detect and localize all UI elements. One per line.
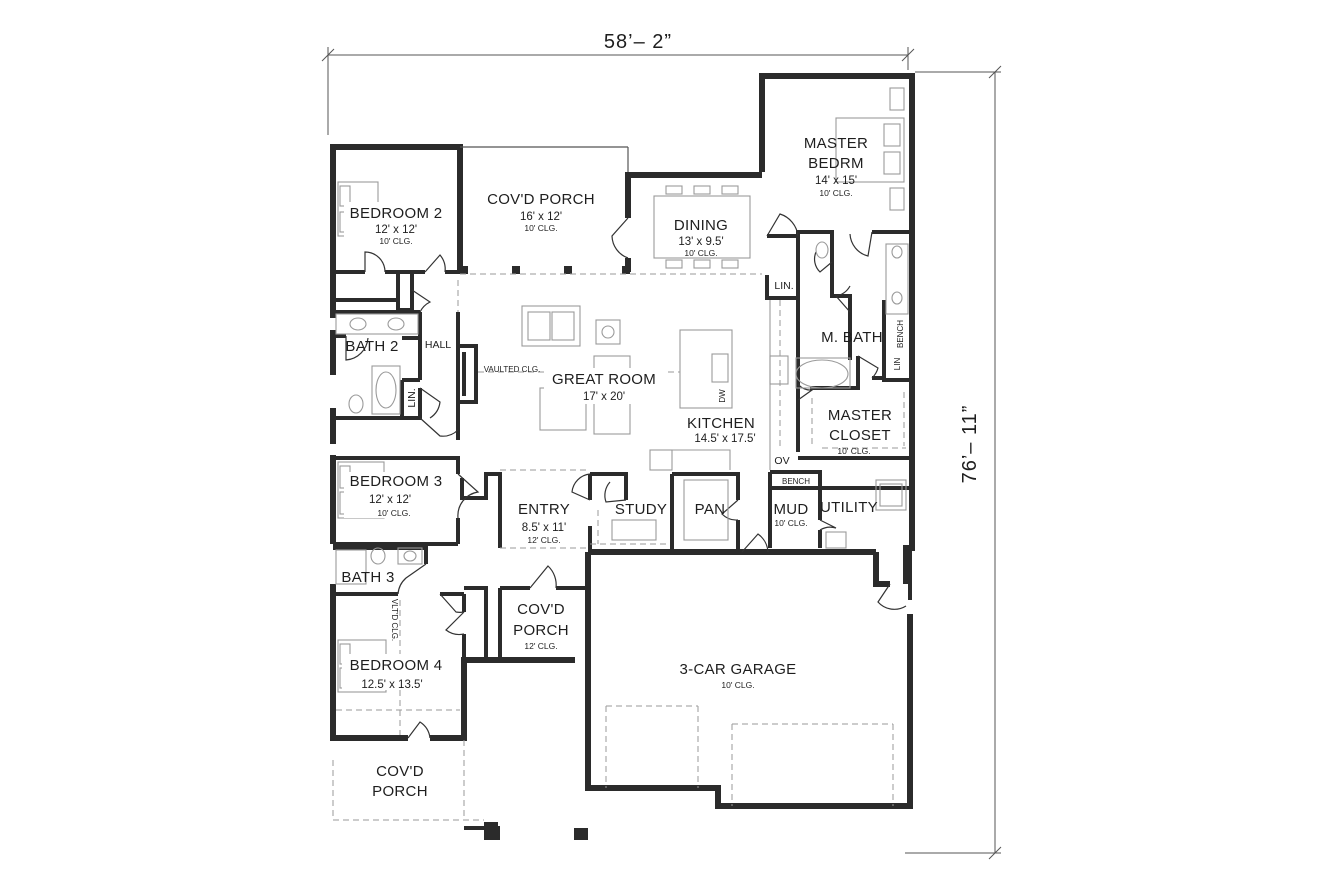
covd-porch-front-name-1: COV'D bbox=[517, 601, 565, 618]
dw-label: DW bbox=[718, 389, 727, 403]
bedroom3-size: 12' x 12' bbox=[369, 494, 411, 506]
bedroom4-name: BEDROOM 4 bbox=[350, 657, 443, 674]
room-labels: MASTER BEDRM 14' x 15' 10' CLG. COV'D PO… bbox=[341, 135, 892, 800]
covd-porch-side-label: COV'D PORCH bbox=[372, 763, 428, 800]
width-dimension: 58’– 2” bbox=[321, 28, 915, 135]
great-room-label: VAULTED CLG. GREAT ROOM 17' x 20' bbox=[484, 365, 664, 404]
covd-porch-side-name-1: COV'D bbox=[376, 763, 424, 780]
garage-ceiling: 10' CLG. bbox=[721, 680, 754, 690]
master-closet-name-1: MASTER bbox=[828, 407, 892, 424]
covd-porch-front-label: COV'D PORCH 12' CLG. bbox=[513, 601, 569, 651]
bath3-name: BATH 3 bbox=[341, 569, 394, 586]
master-bath-name: M. BATH bbox=[821, 329, 883, 346]
bedroom2-ceiling: 10' CLG. bbox=[379, 236, 412, 246]
master-closet-name-2: CLOSET bbox=[829, 427, 891, 444]
master-bedroom-label: MASTER BEDRM 14' x 15' 10' CLG. bbox=[804, 135, 868, 198]
bedroom4-label: VLT'D CLG. BEDROOM 4 12.5' x 13.5' bbox=[342, 599, 452, 691]
hall-name: HALL bbox=[425, 339, 451, 351]
depth-dimension: 76’– 11” bbox=[905, 65, 1002, 860]
master-closet-ceiling: 10' CLG. bbox=[837, 446, 870, 456]
covd-porch-rear-name: COV'D PORCH bbox=[487, 191, 595, 208]
kitchen-label: KITCHEN 14.5' x 17.5' bbox=[684, 412, 768, 445]
bedroom4-size: 12.5' x 13.5' bbox=[361, 679, 422, 691]
master-bedroom-size: 14' x 15' bbox=[815, 175, 857, 187]
depth-label: 76’– 11” bbox=[959, 405, 981, 484]
covd-porch-side-name-2: PORCH bbox=[372, 783, 428, 800]
bedroom2-label: BEDROOM 2 12' x 12' 10' CLG. bbox=[344, 202, 448, 246]
great-room-size: 17' x 20' bbox=[583, 391, 625, 403]
dashed-lines bbox=[332, 273, 906, 821]
doors bbox=[345, 213, 907, 739]
covd-porch-rear-size: 16' x 12' bbox=[520, 211, 562, 223]
bedroom3-label: BEDROOM 3 12' x 12' 10' CLG. bbox=[344, 472, 452, 518]
great-room-name: GREAT ROOM bbox=[552, 371, 656, 388]
master-bedroom-name-1: MASTER bbox=[804, 135, 868, 152]
utility-name: UTILITY bbox=[820, 499, 878, 516]
exterior-walls bbox=[330, 73, 915, 840]
garage-name: 3-CAR GARAGE bbox=[680, 661, 797, 678]
bedroom3-ceiling: 10' CLG. bbox=[377, 508, 410, 518]
bedroom4-ceiling: VLT'D CLG. bbox=[390, 599, 399, 641]
bedroom2-name: BEDROOM 2 bbox=[350, 205, 443, 222]
interior-walls bbox=[333, 146, 912, 660]
kitchen-name: KITCHEN bbox=[687, 415, 755, 432]
entry-label: ENTRY 8.5' x 11' 12' CLG. bbox=[518, 501, 570, 545]
dining-size: 13' x 9.5' bbox=[678, 236, 723, 248]
covd-porch-rear-ceiling: 10' CLG. bbox=[524, 223, 557, 233]
bench-mbath-label: BENCH bbox=[896, 320, 905, 348]
width-label: 58’– 2” bbox=[604, 31, 672, 53]
lin-master-label: LIN. bbox=[774, 280, 793, 292]
bench-mud-label: BENCH bbox=[782, 477, 810, 486]
master-closet-label: MASTER CLOSET 10' CLG. bbox=[828, 407, 892, 456]
oven-label: OV bbox=[774, 455, 789, 467]
dining-name: DINING bbox=[674, 217, 728, 234]
pantry-name: PAN bbox=[695, 501, 726, 518]
entry-ceiling: 12' CLG. bbox=[527, 535, 560, 545]
covd-porch-front-name-2: PORCH bbox=[513, 622, 569, 639]
lin-mbath-label: LIN bbox=[893, 358, 902, 371]
covd-porch-front-ceiling: 12' CLG. bbox=[524, 641, 557, 651]
covd-porch-rear-label: COV'D PORCH 16' x 12' 10' CLG. bbox=[487, 191, 595, 233]
bedroom2-size: 12' x 12' bbox=[375, 224, 417, 236]
study-name: STUDY bbox=[615, 501, 667, 518]
entry-name: ENTRY bbox=[518, 501, 570, 518]
great-room-ceiling: VAULTED CLG. bbox=[484, 365, 541, 374]
kitchen-size: 14.5' x 17.5' bbox=[694, 433, 755, 445]
small-labels: LIN. LIN BENCH LIN. BENCH OV DW bbox=[406, 280, 905, 486]
bedroom3-name: BEDROOM 3 bbox=[350, 473, 443, 490]
mud-label: MUD 10' CLG. bbox=[773, 501, 808, 528]
bath2-name: BATH 2 bbox=[345, 338, 398, 355]
master-bedroom-name-2: BEDRM bbox=[808, 155, 864, 172]
mud-name: MUD bbox=[773, 501, 808, 518]
lin-hall-label: LIN. bbox=[406, 388, 418, 407]
entry-size: 8.5' x 11' bbox=[522, 522, 566, 534]
master-bedroom-ceiling: 10' CLG. bbox=[819, 188, 852, 198]
garage-label: 3-CAR GARAGE 10' CLG. bbox=[680, 661, 797, 690]
dining-ceiling: 10' CLG. bbox=[684, 248, 717, 258]
mud-ceiling: 10' CLG. bbox=[774, 518, 807, 528]
dining-label: DINING 13' x 9.5' 10' CLG. bbox=[666, 214, 736, 258]
